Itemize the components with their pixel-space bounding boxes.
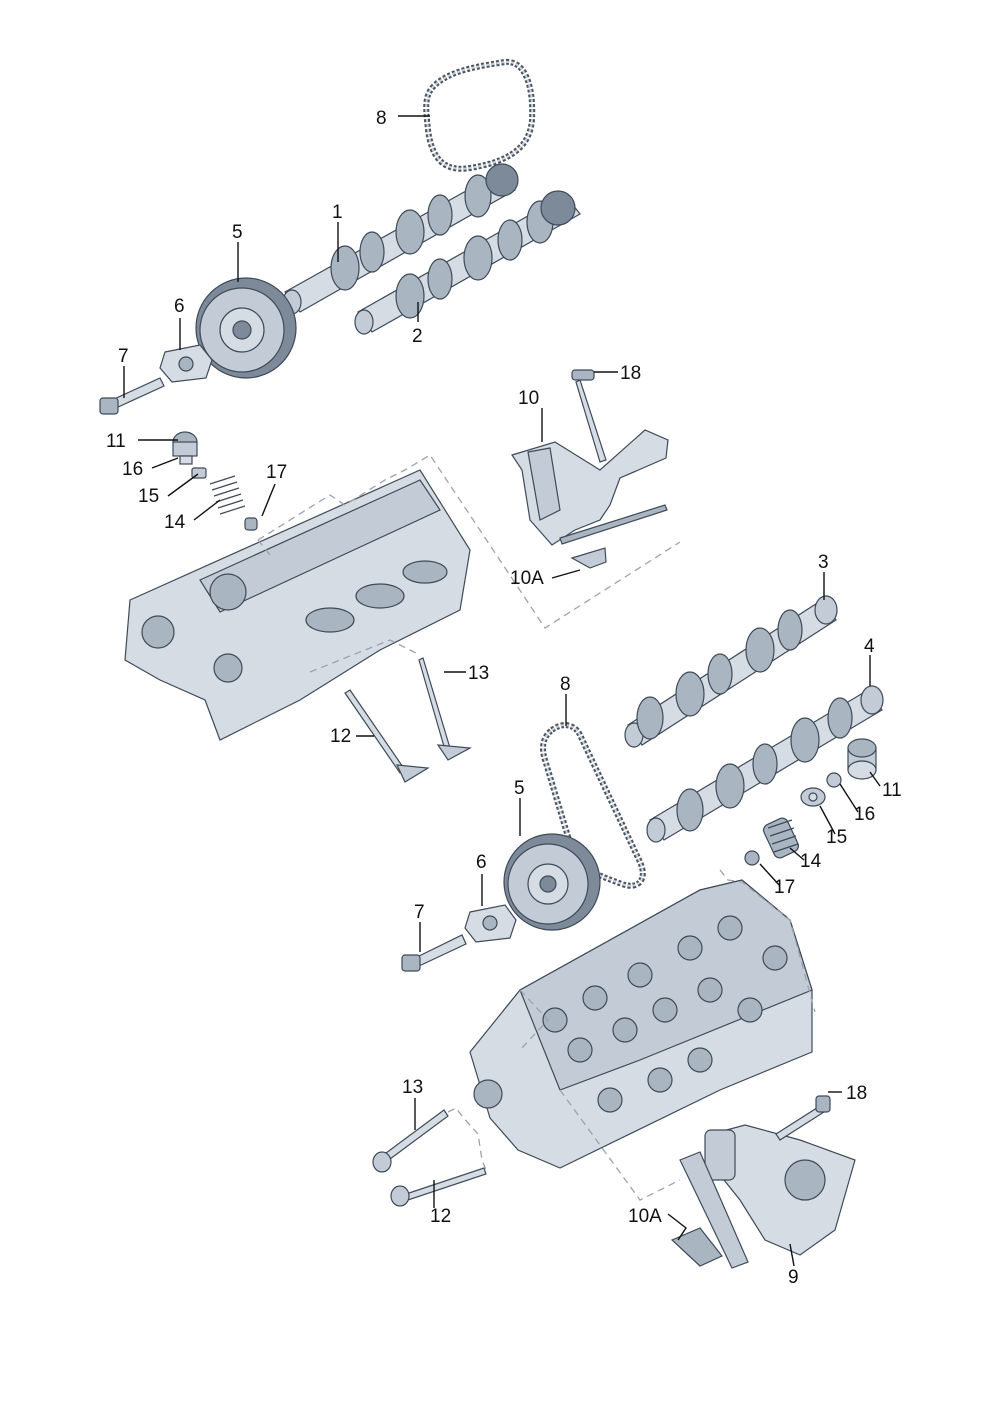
label-8-upper: 8 xyxy=(376,108,387,129)
grouping-outline-upper xyxy=(257,454,681,629)
grouping-outline-upper-valves xyxy=(309,639,421,673)
camshaft-3 xyxy=(624,595,838,748)
chain-guide-shoe-lower xyxy=(670,1227,723,1267)
label-3: 3 xyxy=(818,552,829,573)
label-13-upper: 13 xyxy=(468,663,489,684)
valve-stem-seal-lower xyxy=(744,850,760,866)
label-17-lower: 17 xyxy=(774,877,795,898)
label-15-upper: 15 xyxy=(138,486,159,507)
label-10a-upper: 10A xyxy=(510,568,544,589)
label-6-upper: 6 xyxy=(174,296,185,317)
camshaft-sprocket-lower xyxy=(503,833,601,931)
chain-guide-lower xyxy=(679,1151,749,1269)
label-8-lower: 8 xyxy=(560,674,571,695)
label-11-lower: 11 xyxy=(882,780,902,801)
intake-valve-lower xyxy=(372,1109,449,1173)
intake-valve-upper xyxy=(418,657,473,761)
chain-guide-upper xyxy=(570,547,607,569)
exhaust-valve-upper xyxy=(344,689,430,783)
label-6-lower: 6 xyxy=(476,852,487,873)
valve-spring-upper xyxy=(209,475,246,515)
cylinder-head-upper xyxy=(124,469,471,741)
label-16-lower: 16 xyxy=(854,804,875,825)
leader-lines xyxy=(123,115,881,1267)
label-17-upper: 17 xyxy=(266,462,287,483)
label-5-upper: 5 xyxy=(232,222,243,243)
grouping-outline-lower-valves xyxy=(447,1107,487,1171)
spring-seat-lower xyxy=(800,787,826,807)
camshaft-2 xyxy=(354,190,581,335)
label-7-lower: 7 xyxy=(414,902,425,923)
label-12-lower: 12 xyxy=(430,1206,451,1227)
bolt-lower xyxy=(401,934,467,972)
label-10: 10 xyxy=(518,388,539,409)
valve-keeper-upper xyxy=(179,455,193,465)
label-1: 1 xyxy=(332,202,343,223)
valve-spring-lower xyxy=(762,817,800,859)
valve-keeper-lower xyxy=(826,772,842,788)
label-10a-lower: 10A xyxy=(628,1206,662,1227)
chain-tensioner-upper xyxy=(511,429,669,546)
label-5-lower: 5 xyxy=(514,778,525,799)
label-12-upper: 12 xyxy=(330,726,351,747)
valve-lifter-lower xyxy=(847,738,877,780)
label-7-upper: 7 xyxy=(118,346,129,367)
camshaft-sprocket-upper xyxy=(195,277,297,379)
cylinder-head-lower xyxy=(469,879,813,1169)
timing-chain-lower xyxy=(540,722,646,889)
label-14-upper: 14 xyxy=(164,512,186,533)
tensioner-bolt-lower xyxy=(775,1095,831,1141)
label-16-upper: 16 xyxy=(122,459,143,480)
label-4: 4 xyxy=(864,636,875,657)
timing-chain-upper xyxy=(423,58,536,172)
label-18-lower: 18 xyxy=(846,1083,867,1104)
flange-plate-lower xyxy=(464,904,517,943)
camshaft-4 xyxy=(646,685,884,843)
bolt-upper xyxy=(99,377,165,415)
label-9: 9 xyxy=(788,1267,799,1288)
exhaust-valve-lower xyxy=(390,1167,487,1207)
tensioner-bolt-upper xyxy=(571,369,607,463)
valve-lifter-upper xyxy=(172,431,198,457)
valve-stem-seal-upper xyxy=(244,517,258,531)
label-2: 2 xyxy=(412,326,423,347)
label-18-upper: 18 xyxy=(620,363,641,384)
label-13-lower: 13 xyxy=(402,1077,423,1098)
label-15-lower: 15 xyxy=(826,827,847,848)
label-11-upper: 11 xyxy=(106,431,126,452)
chain-tensioner-lower xyxy=(704,1124,856,1256)
flange-plate-upper xyxy=(159,344,213,383)
label-14-lower: 14 xyxy=(800,851,822,872)
callout-labels: 8 1 2 5 6 7 11 16 15 14 17 10 18 10A 12 … xyxy=(106,108,902,1288)
grouping-outline-lower xyxy=(519,869,816,1201)
